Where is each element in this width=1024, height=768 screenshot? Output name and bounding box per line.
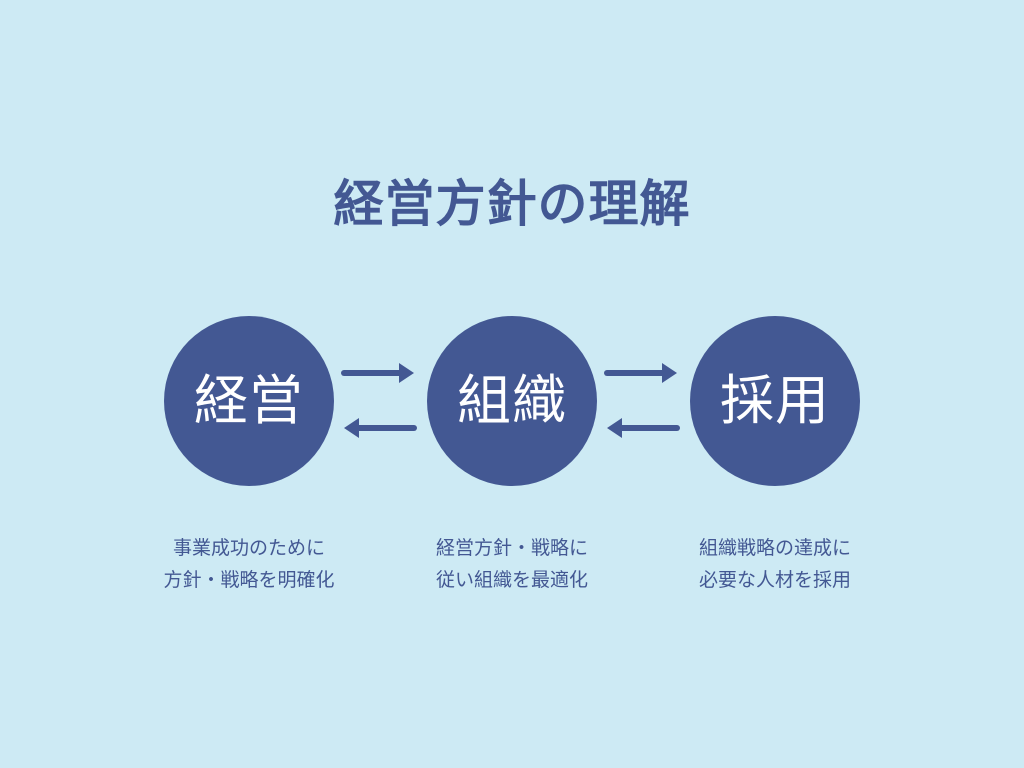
arrowhead-left-1-2 <box>344 418 359 438</box>
connector-2-3 <box>604 363 680 438</box>
caption-line: 方針・戦略を明確化 <box>163 569 335 591</box>
diagram-title: 経営方針の理解 <box>333 175 691 233</box>
caption-line: 経営方針・戦略に <box>435 537 588 559</box>
node-saiyou: 採用 <box>690 316 860 486</box>
node-label: 経営 <box>194 369 304 432</box>
caption-soshiki: 経営方針・戦略に 従い組織を最適化 <box>382 532 642 596</box>
node-keiei: 経営 <box>164 316 334 486</box>
arrowhead-right-2-3 <box>662 363 677 383</box>
caption-saiyou: 組織戦略の達成に 必要な人材を採用 <box>645 532 905 596</box>
node-soshiki: 組織 <box>427 316 597 486</box>
arrowhead-right-1-2 <box>399 363 414 383</box>
caption-line: 事業成功のために <box>172 537 325 559</box>
connector-1-2 <box>341 363 417 438</box>
caption-line: 組織戦略の達成に <box>698 537 851 559</box>
node-label: 組織 <box>457 369 567 432</box>
arrowhead-left-2-3 <box>607 418 622 438</box>
caption-line: 必要な人材を採用 <box>698 569 851 591</box>
caption-keiei: 事業成功のために 方針・戦略を明確化 <box>119 532 379 596</box>
caption-line: 従い組織を最適化 <box>435 569 588 591</box>
node-label: 採用 <box>720 369 830 432</box>
